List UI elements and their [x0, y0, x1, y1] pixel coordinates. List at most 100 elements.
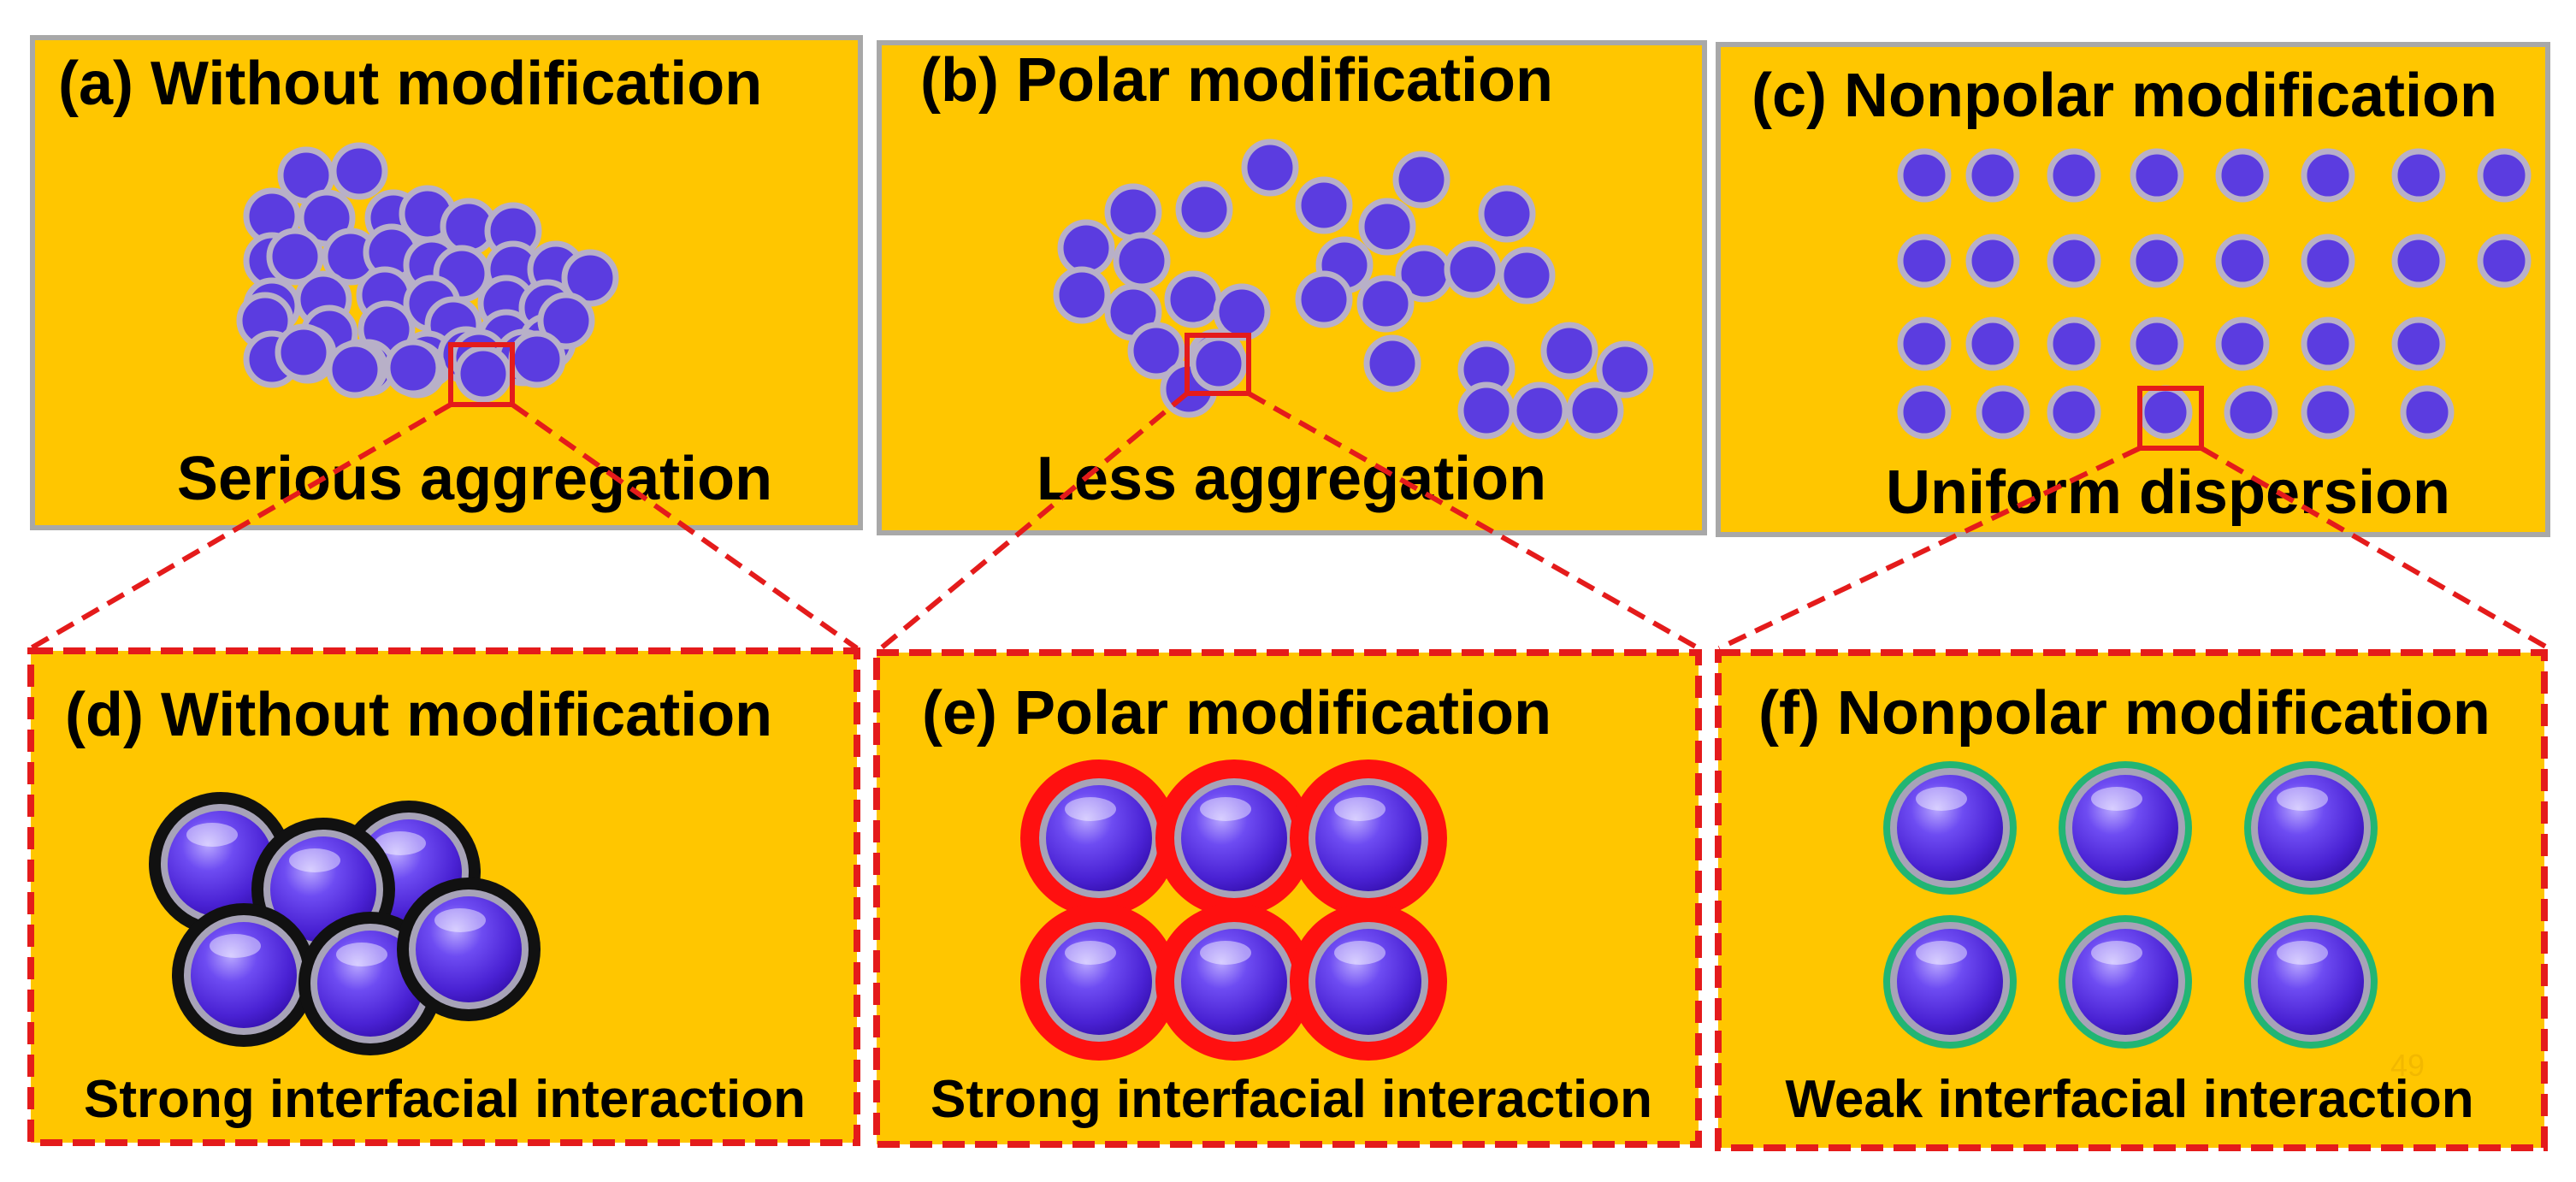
particle: [1965, 233, 2020, 288]
particle: [1478, 185, 1536, 243]
panel-d-title: (d) Without modification: [65, 681, 772, 749]
zoom-box-b: [1185, 333, 1251, 396]
particle: [1053, 266, 1111, 324]
particle: [508, 330, 566, 388]
panel-b: (b) Polar modification Less aggregation: [877, 40, 1707, 535]
particle-black-shell: [397, 878, 541, 1021]
particle: [1976, 385, 2030, 440]
particle-green-shell: [1883, 915, 2017, 1049]
particle: [454, 345, 512, 403]
panel-d-particles: [149, 792, 541, 1055]
particle: [2301, 316, 2355, 371]
particle: [1241, 139, 1299, 197]
panel-c: (c) Nonpolar modification Uniform disper…: [1716, 42, 2550, 537]
particle: [2400, 385, 2455, 440]
particle: [1175, 180, 1233, 239]
particle-green-shell: [2059, 915, 2192, 1049]
particle: [537, 292, 595, 350]
panel-e-particles: [1020, 759, 1447, 1061]
panel-a-caption: Serious aggregation: [177, 445, 772, 513]
panel-c-title: (c) Nonpolar modification: [1752, 62, 2497, 130]
particle: [384, 339, 442, 397]
particle: [1113, 232, 1171, 290]
particle: [2138, 385, 2193, 440]
particle: [2047, 316, 2101, 371]
particle: [2224, 385, 2278, 440]
particle: [2477, 233, 2532, 288]
particle: [1358, 198, 1416, 256]
particle-red-shell: [1020, 903, 1178, 1061]
particle: [2130, 233, 2184, 288]
particle-red-shell: [1290, 903, 1447, 1061]
zoom-lines: [29, 391, 2550, 651]
particle: [1457, 381, 1515, 440]
particle-black-shell: [172, 903, 316, 1047]
particle: [1295, 270, 1353, 328]
particle: [2301, 385, 2355, 440]
particle: [2301, 148, 2355, 203]
particle: [1127, 322, 1185, 380]
particle: [1566, 381, 1624, 440]
zoom-box-c: [2137, 386, 2204, 451]
particle: [1510, 381, 1569, 440]
panel-f-background: [1715, 649, 2548, 1151]
particle: [1444, 240, 1502, 298]
zoom-box-a: [448, 342, 515, 407]
particle: [561, 249, 619, 307]
panel-e: (e) Polar modification Strong interfacia…: [873, 649, 1702, 1148]
panel-f-caption: Weak interfacial interaction: [1785, 1070, 2473, 1129]
particle: [2391, 316, 2446, 371]
zoom-line-a-left: [29, 402, 452, 651]
zoom-line-c-right: [2200, 446, 2550, 651]
particle: [2047, 385, 2101, 440]
panel-a-title: (a) Without modification: [58, 50, 762, 118]
particle: [1596, 340, 1654, 399]
particle: [1897, 233, 1952, 288]
particle: [1897, 316, 1952, 371]
particle: [1498, 246, 1556, 304]
particle-red-shell: [1020, 759, 1178, 917]
particle: [2215, 148, 2270, 203]
particle-green-shell: [1883, 761, 2017, 895]
panel-b-particles: [1053, 139, 1654, 440]
page-number: 49: [2390, 1048, 2425, 1083]
particle: [2391, 233, 2446, 288]
particle: [2130, 148, 2184, 203]
panel-e-caption: Strong interfacial interaction: [931, 1070, 1652, 1129]
particle: [1164, 270, 1222, 328]
particle: [1356, 275, 1415, 333]
panel-b-title: (b) Polar modification: [920, 46, 1553, 115]
panel-a: (a) Without modification Serious aggrega…: [30, 35, 863, 530]
zoom-line-b-left: [879, 391, 1189, 651]
particle: [1897, 385, 1952, 440]
particle: [1363, 334, 1421, 393]
panel-b-background: [877, 40, 1707, 535]
particle-red-shell: [1155, 759, 1313, 917]
panel-c-caption: Uniform dispersion: [1886, 458, 2450, 527]
panel-c-particles: [1897, 148, 2532, 440]
particle: [2477, 148, 2532, 203]
panel-f-particles: [1883, 761, 2378, 1049]
particle: [266, 228, 324, 286]
particle: [1392, 151, 1450, 209]
particle: [275, 323, 333, 381]
particle: [2047, 148, 2101, 203]
panel-f: (f) Nonpolar modification 49 Weak interf…: [1715, 649, 2548, 1151]
particle: [1190, 334, 1248, 393]
panel-b-caption: Less aggregation: [1037, 445, 1546, 513]
particle: [1057, 219, 1115, 277]
particle-green-shell: [2244, 915, 2378, 1049]
panel-d-caption: Strong interfacial interaction: [84, 1070, 806, 1129]
particle: [2215, 316, 2270, 371]
panel-e-title: (e) Polar modification: [922, 679, 1551, 748]
particle: [2047, 233, 2101, 288]
particle-green-shell: [2059, 761, 2192, 895]
zoom-line-a-right: [511, 402, 859, 651]
particle: [1965, 316, 2020, 371]
particle: [1965, 148, 2020, 203]
particle: [1104, 183, 1162, 241]
panel-e-background: [873, 649, 1702, 1148]
particle: [330, 142, 388, 200]
particle: [2391, 148, 2446, 203]
